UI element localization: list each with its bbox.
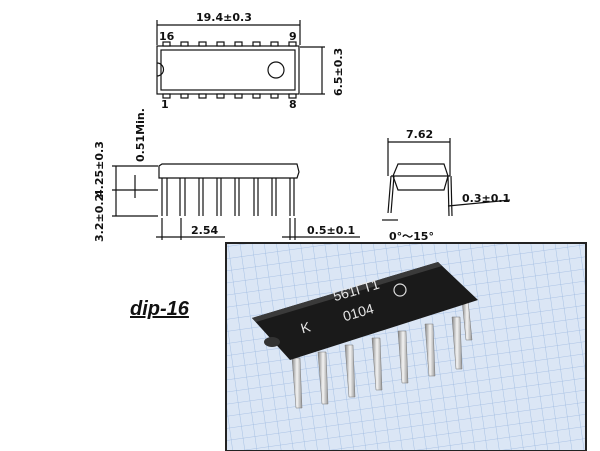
pitch-dimension: 2.54 [191, 224, 218, 237]
width-dimension: 6.5±0.3 [332, 48, 345, 96]
lead-width-dimension: 0.5±0.1 [307, 224, 355, 237]
end-view [382, 138, 511, 221]
lead-thickness-dimension: 0.3±0.1 [462, 192, 510, 205]
pin-1-label: 1 [161, 98, 169, 111]
pin-8-label: 8 [289, 98, 297, 111]
length-dimension: 19.4±0.3 [196, 11, 252, 24]
side-view [112, 163, 360, 240]
package-label: dip-16 [130, 298, 189, 320]
body-height-dimension: 4.25±0.3 [93, 141, 106, 197]
angle-dimension: 0°～15° [389, 230, 434, 243]
pin-9-label: 9 [289, 30, 297, 43]
standoff-dimension: 0.51Min. [134, 108, 147, 162]
row-spacing-dimension: 7.62 [406, 128, 433, 141]
chip-photo: 561ГТ1 K 0104 [225, 242, 587, 451]
pin-16-label: 16 [159, 30, 175, 43]
lead-length-dimension: 3.2±0.2 [93, 194, 106, 242]
top-view [156, 20, 325, 99]
